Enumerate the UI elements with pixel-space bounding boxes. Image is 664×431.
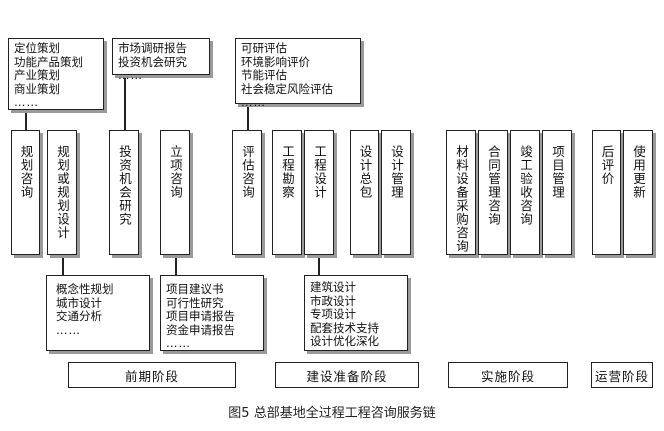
connector-design (318, 255, 320, 275)
column-planning-consulting: 规划咨询 (11, 130, 40, 255)
column-procurement-consulting: 材料设备采购咨询 (446, 130, 476, 255)
planning-ellipsis: …… (14, 95, 39, 109)
column-design-general-contract: 设计总包 (350, 130, 379, 255)
connector-research (124, 75, 126, 130)
evaluation-box: 可研评估 环境影响评价 节能评估 社会稳定风险评估 …… (235, 38, 361, 109)
phase-early: 前期阶段 (68, 362, 236, 388)
phase-ops: 运营阶段 (591, 362, 653, 388)
concept-item: 城市设计 (56, 295, 102, 310)
concept-ellipsis: …… (56, 322, 81, 337)
column-label: 立项咨询 (168, 145, 183, 199)
connector-planning (25, 110, 27, 130)
column-completion-acceptance: 竣工验收咨询 (510, 130, 540, 255)
column-use-renewal: 使用更新 (623, 130, 653, 255)
phase-label: 运营阶段 (594, 368, 649, 384)
planning-item: 功能产品策划 (14, 54, 83, 69)
column-engineering-design: 工程设计 (304, 130, 334, 255)
design-item: 市政设计 (310, 293, 356, 308)
column-label: 投资机会研究 (117, 145, 132, 226)
column-contract-management: 合同管理咨询 (478, 130, 508, 255)
phase-impl: 实施阶段 (448, 362, 568, 388)
column-label: 合同管理咨询 (486, 145, 501, 226)
column-post-evaluation: 后评价 (592, 130, 621, 255)
phase-label: 实施阶段 (480, 368, 535, 384)
connector-project (175, 255, 177, 275)
design-item: 建筑设计 (310, 280, 356, 294)
planning-item: 商业策划 (14, 81, 60, 96)
column-label: 工程勘察 (280, 145, 295, 199)
phase-prep: 建设准备阶段 (275, 362, 419, 388)
research-item: 投资机会研究 (118, 54, 187, 69)
project-item: 可行性研究 (166, 295, 224, 310)
concept-item: 交通分析 (56, 309, 102, 323)
design-item: 配套技术支持 (310, 320, 379, 335)
column-evaluation-consulting: 评估咨询 (232, 130, 262, 255)
evaluation-item: 节能评估 (241, 68, 287, 82)
evaluation-ellipsis: …… (241, 95, 266, 109)
figure-caption: 图5 总部基地全过程工程咨询服务链 (228, 406, 436, 421)
project-item: 项目申请报告 (166, 309, 235, 323)
planning-item: 产业策划 (14, 68, 60, 82)
column-design-management: 设计管理 (381, 130, 411, 255)
design-item: 设计优化深化 (310, 334, 379, 348)
column-label: 项目管理 (550, 145, 565, 199)
phase-label: 前期阶段 (124, 368, 179, 384)
column-label: 后评价 (599, 145, 615, 186)
project-box: 项目建议书 可行性研究 项目申请报告 资金申请报告 …… (160, 275, 264, 351)
connector-concept (62, 255, 64, 275)
column-label: 工程设计 (312, 145, 327, 199)
connector-evaluation (247, 104, 249, 130)
project-item: 项目建议书 (166, 282, 224, 296)
research-ellipsis: …… (118, 68, 143, 82)
planning-box: 定位策划 功能产品策划 产业策划 商业策划 …… (8, 38, 104, 110)
column-label: 规划咨询 (18, 145, 34, 199)
column-planning-design: 规划或规划设计 (47, 130, 77, 255)
design-box: 建筑设计 市政设计 专项设计 配套技术支持 设计优化深化 (304, 275, 408, 351)
column-label: 规划或规划设计 (55, 145, 70, 240)
column-label: 设计管理 (389, 145, 404, 199)
research-item: 市场调研报告 (118, 41, 187, 55)
evaluation-item: 可研评估 (241, 41, 287, 55)
project-ellipsis: …… (166, 336, 191, 350)
column-label: 竣工验收咨询 (518, 145, 533, 226)
column-investment-research: 投资机会研究 (109, 130, 139, 255)
design-item: 专项设计 (310, 307, 356, 321)
column-project-management: 项目管理 (542, 130, 572, 255)
column-label: 评估咨询 (240, 145, 255, 199)
column-label: 材料设备采购咨询 (454, 145, 469, 253)
column-project-approval: 立项咨询 (160, 130, 190, 255)
planning-item: 定位策划 (14, 41, 60, 55)
concept-item: 概念性规划 (56, 282, 114, 296)
column-label: 设计总包 (357, 145, 373, 199)
research-box: 市场调研报告 投资机会研究 …… (112, 38, 210, 82)
evaluation-item: 社会稳定风险评估 (241, 81, 333, 96)
column-label: 使用更新 (631, 145, 646, 199)
evaluation-item: 环境影响评价 (241, 54, 310, 69)
column-engineering-survey: 工程勘察 (272, 130, 302, 255)
project-item: 资金申请报告 (166, 322, 235, 337)
concept-box: 概念性规划 城市设计 交通分析 …… (46, 275, 150, 351)
phase-label: 建设准备阶段 (306, 368, 388, 384)
